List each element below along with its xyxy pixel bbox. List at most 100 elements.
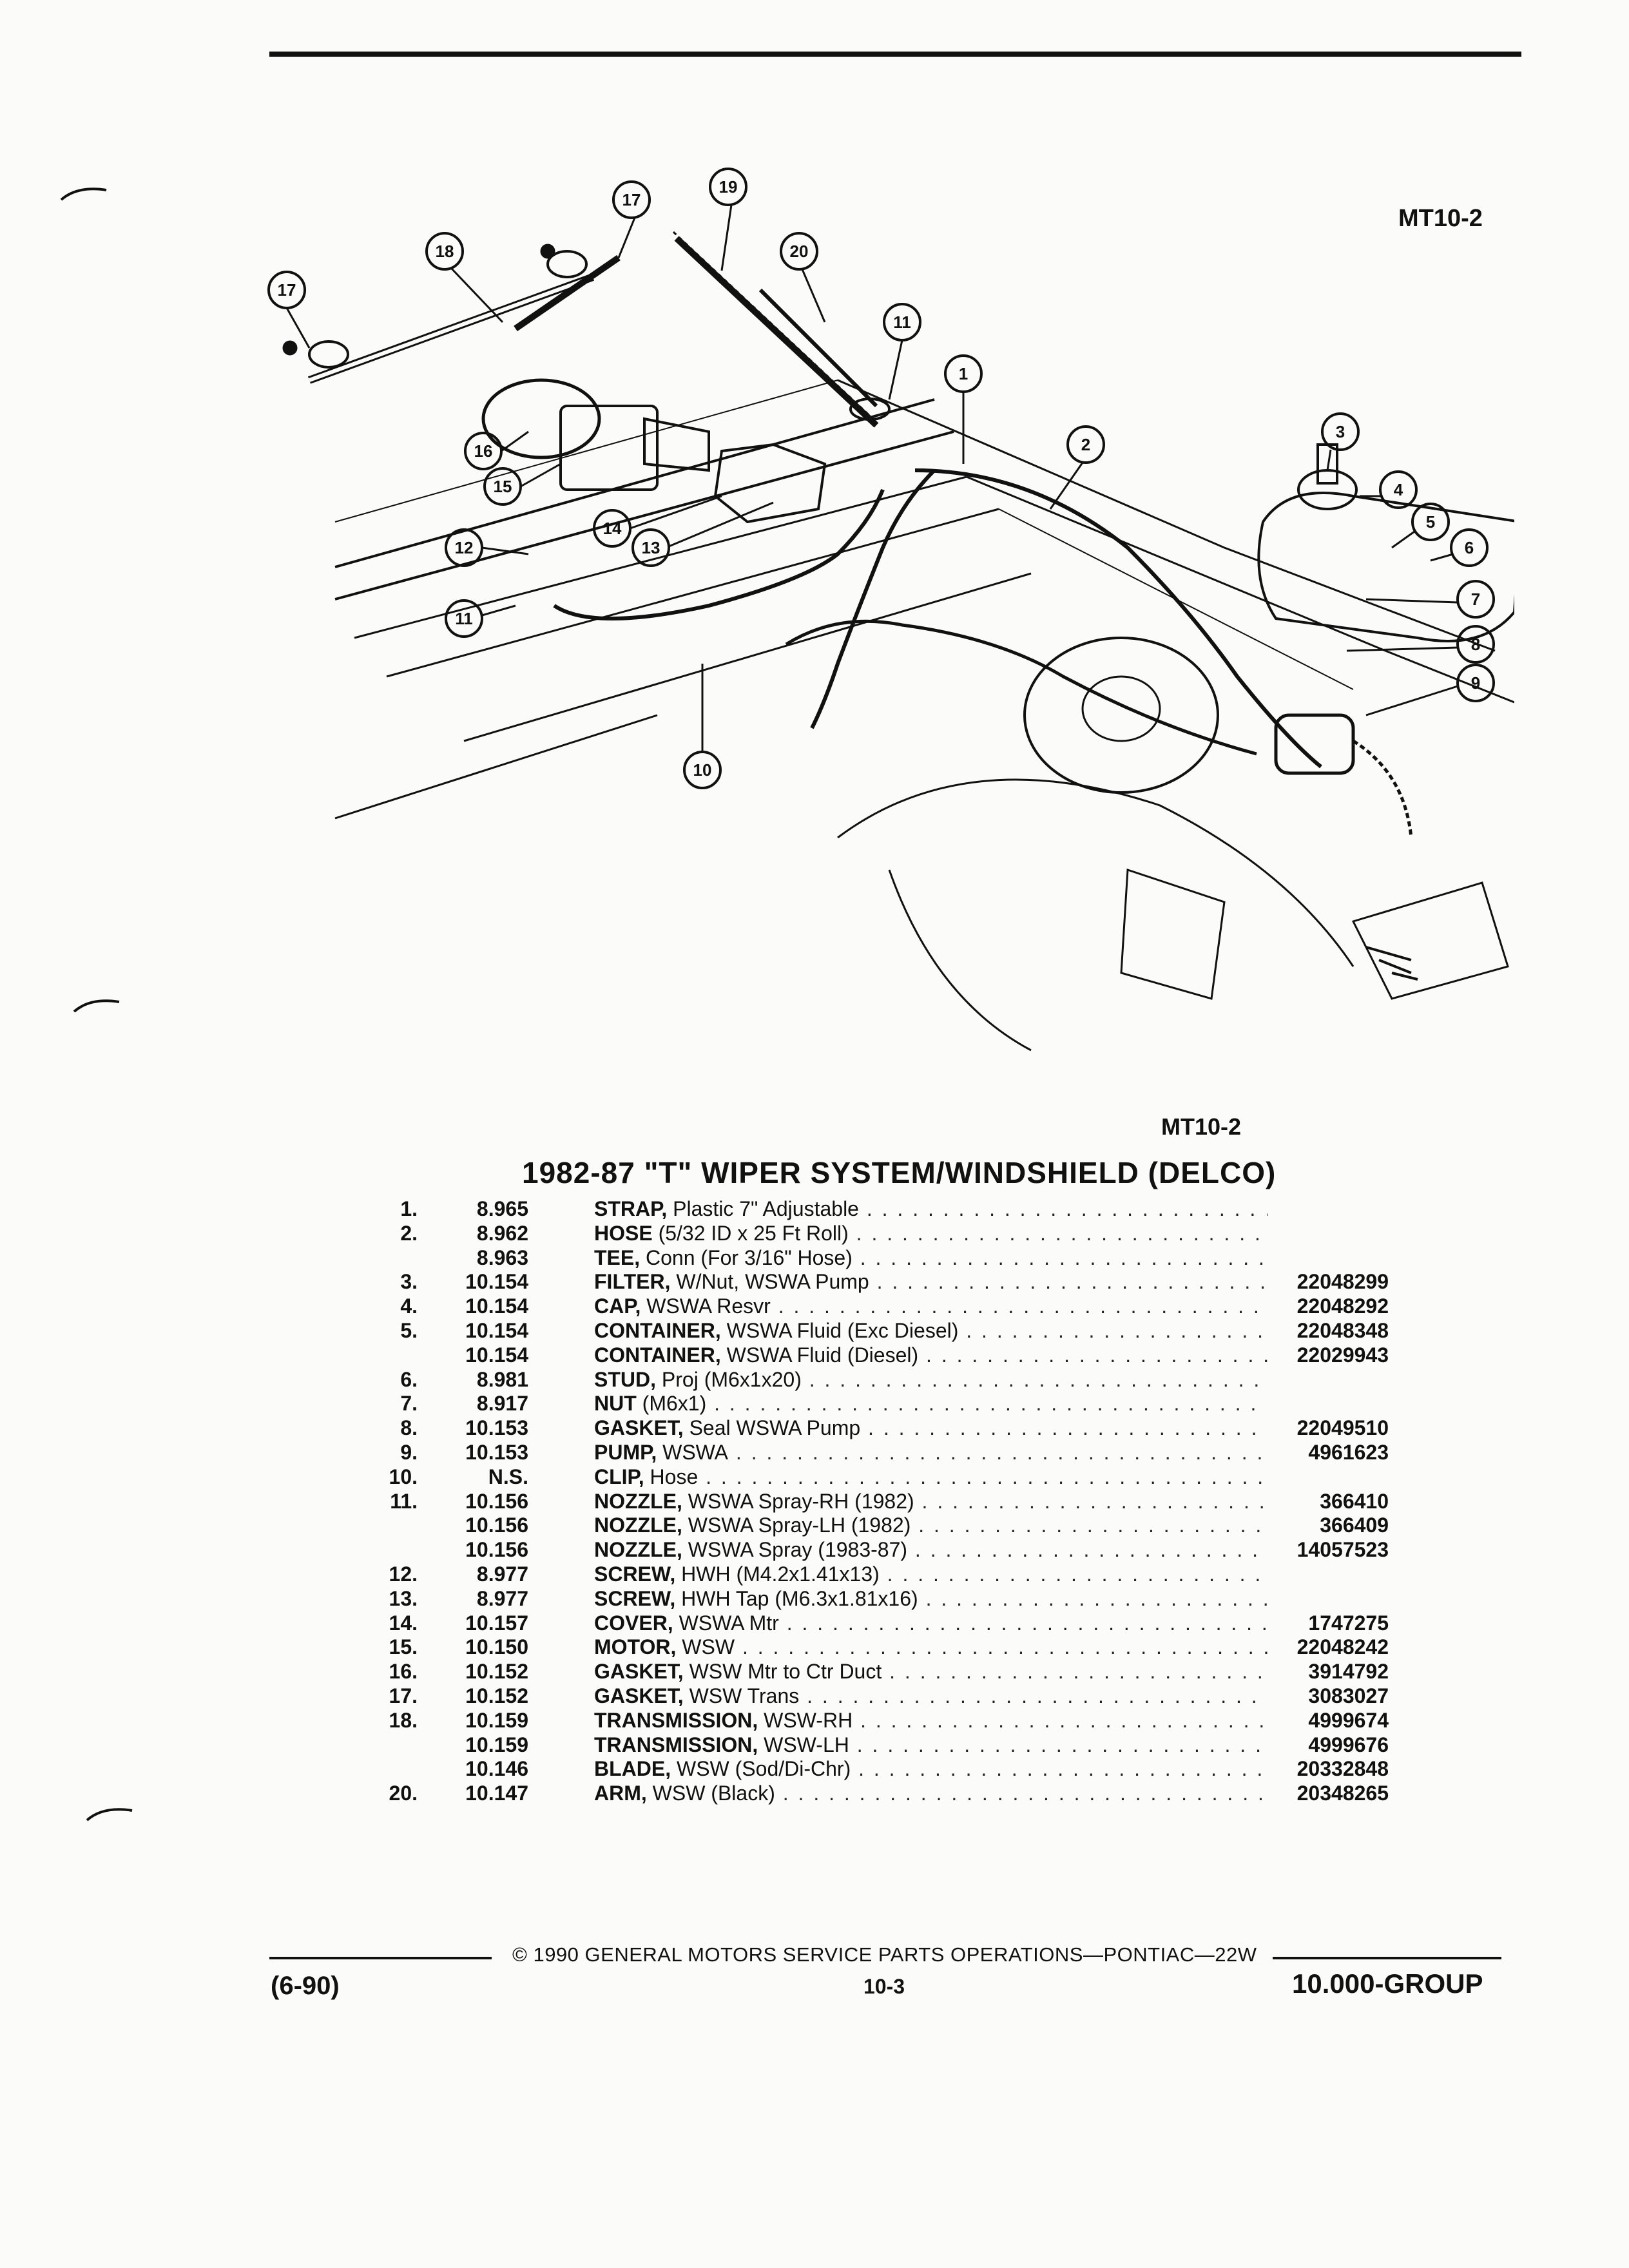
leader-dots: . . . . . . . . . . . . . . . . . . . . …	[778, 1294, 1268, 1318]
item-number: 17.	[389, 1684, 418, 1707]
figure-code-top: MT10-2	[1398, 205, 1483, 232]
part-name: STUD,	[594, 1367, 656, 1391]
leader-dots: . . . . . . . . . . . . . . . . . . . . …	[887, 1562, 1268, 1586]
group-number: 10.154	[465, 1294, 528, 1318]
part-name: FILTER,	[594, 1270, 671, 1294]
leader-dots: . . . . . . . . . . . . . . . . . . . . …	[809, 1367, 1268, 1391]
leader-dots: . . . . . . . . . . . . . . . . . . . . …	[858, 1757, 1268, 1781]
part-description: NOZZLE, WSWA Spray-RH (1982) . . . . . .…	[594, 1490, 1268, 1514]
part-description: TRANSMISSION, WSW-RH . . . . . . . . . .…	[594, 1709, 1268, 1733]
leader-dots: . . . . . . . . . . . . . . . . . . . . …	[782, 1782, 1268, 1805]
part-description: FILTER, W/Nut, WSWA Pump . . . . . . . .…	[594, 1270, 1268, 1294]
group-number: 8.977	[476, 1562, 528, 1586]
part-number: 22049510	[1296, 1416, 1389, 1440]
scan-mark-3	[86, 1808, 133, 1821]
part-description: MOTOR, WSW . . . . . . . . . . . . . . .…	[594, 1635, 1268, 1660]
callout-11b: 11	[455, 609, 473, 628]
item-number: 13.	[389, 1586, 418, 1610]
part-detail: HWH (M4.2x1.41x13)	[675, 1562, 880, 1586]
leader-dots: . . . . . . . . . . . . . . . . . . . . …	[706, 1392, 1268, 1416]
group-number: 10.146	[465, 1757, 528, 1781]
item-number: 14.	[389, 1611, 418, 1635]
item-number: 1.	[400, 1197, 418, 1220]
part-detail: WSWA Fluid (Diesel)	[720, 1343, 919, 1367]
page-number: 10-3	[863, 1975, 905, 1998]
part-description: COVER, WSWA Mtr . . . . . . . . . . . . …	[594, 1611, 1268, 1636]
callout-19: 19	[719, 177, 738, 197]
item-number: 12.	[389, 1562, 418, 1586]
item-number: 18.	[389, 1708, 418, 1732]
callout-10: 10	[693, 760, 712, 780]
callout-9: 9	[1471, 673, 1480, 693]
part-name: NOZZLE,	[594, 1489, 682, 1513]
leader-dots: . . . . . . . . . . . . . . . . . . . . …	[889, 1660, 1268, 1684]
part-description: HOSE (5/32 ID x 25 Ft Roll) . . . . . . …	[594, 1222, 1268, 1246]
group-number: 10.156	[465, 1538, 528, 1562]
part-name: STRAP,	[594, 1197, 668, 1220]
callout-3: 3	[1336, 422, 1345, 441]
part-description: ARM, WSW (Black) . . . . . . . . . . . .…	[594, 1782, 1268, 1806]
part-description: TEE, Conn (For 3/16" Hose) . . . . . . .…	[594, 1246, 1268, 1271]
part-detail: Seal WSWA Pump	[683, 1416, 861, 1440]
leader-dots: . . . . . . . . . . . . . . . . . . . . …	[921, 1489, 1268, 1513]
part-name: COVER,	[594, 1611, 673, 1635]
group-number: 10.154	[465, 1343, 528, 1367]
group-number: 8.917	[476, 1392, 528, 1416]
part-detail: (M6x1)	[636, 1392, 707, 1416]
callout-17: 17	[278, 280, 296, 300]
part-name: GASKET,	[594, 1684, 684, 1707]
part-number: 22048242	[1296, 1635, 1389, 1659]
group-number: 10.157	[465, 1611, 528, 1635]
wiper-system-illustration: 17 18 19 20 11 1 2 3 4 5 6 7 8 9 17 16 1…	[267, 168, 1514, 1052]
date-code: (6-90)	[271, 1972, 340, 2000]
part-name: CAP,	[594, 1294, 641, 1318]
callout-2: 2	[1081, 435, 1090, 454]
part-number: 4999674	[1308, 1708, 1389, 1732]
part-name: CONTAINER,	[594, 1343, 721, 1367]
item-number: 9.	[400, 1440, 418, 1464]
callout-16: 16	[474, 441, 493, 461]
part-description: CAP, WSWA Resvr . . . . . . . . . . . . …	[594, 1294, 1268, 1319]
group-label: 10.000-GROUP	[1292, 1968, 1483, 1999]
item-number: 8.	[400, 1416, 418, 1440]
part-name: ARM,	[594, 1782, 647, 1805]
part-description: CLIP, Hose . . . . . . . . . . . . . . .…	[594, 1465, 1268, 1490]
part-name: GASKET,	[594, 1416, 684, 1440]
callout-15: 15	[494, 477, 512, 496]
part-description: STUD, Proj (M6x1x20) . . . . . . . . . .…	[594, 1368, 1268, 1392]
footer-rule-right	[1273, 1957, 1501, 1959]
part-detail: WSW (Sod/Di-Chr)	[671, 1757, 851, 1781]
part-name: NOZZLE,	[594, 1538, 682, 1562]
part-name: TEE,	[594, 1245, 641, 1269]
group-number: 10.150	[465, 1635, 528, 1659]
part-number: 3914792	[1308, 1660, 1389, 1684]
item-number: 3.	[400, 1270, 418, 1294]
group-number: 8.965	[476, 1197, 528, 1220]
part-number: 20348265	[1296, 1782, 1389, 1805]
group-number: 10.153	[465, 1416, 528, 1440]
callout-17b: 17	[622, 190, 641, 209]
part-name: CLIP,	[594, 1465, 644, 1488]
top-rule	[269, 52, 1521, 57]
item-number: 6.	[400, 1367, 418, 1391]
part-detail: WSWA	[657, 1440, 729, 1464]
footer-rule-left	[269, 1957, 492, 1959]
group-number: 8.977	[476, 1586, 528, 1610]
part-name: TRANSMISSION,	[594, 1708, 758, 1732]
part-description: GASKET, WSW Trans . . . . . . . . . . . …	[594, 1684, 1268, 1709]
part-detail: Proj (M6x1x20)	[656, 1367, 802, 1391]
item-number: 20.	[389, 1782, 418, 1805]
callout-11a: 11	[893, 312, 911, 332]
